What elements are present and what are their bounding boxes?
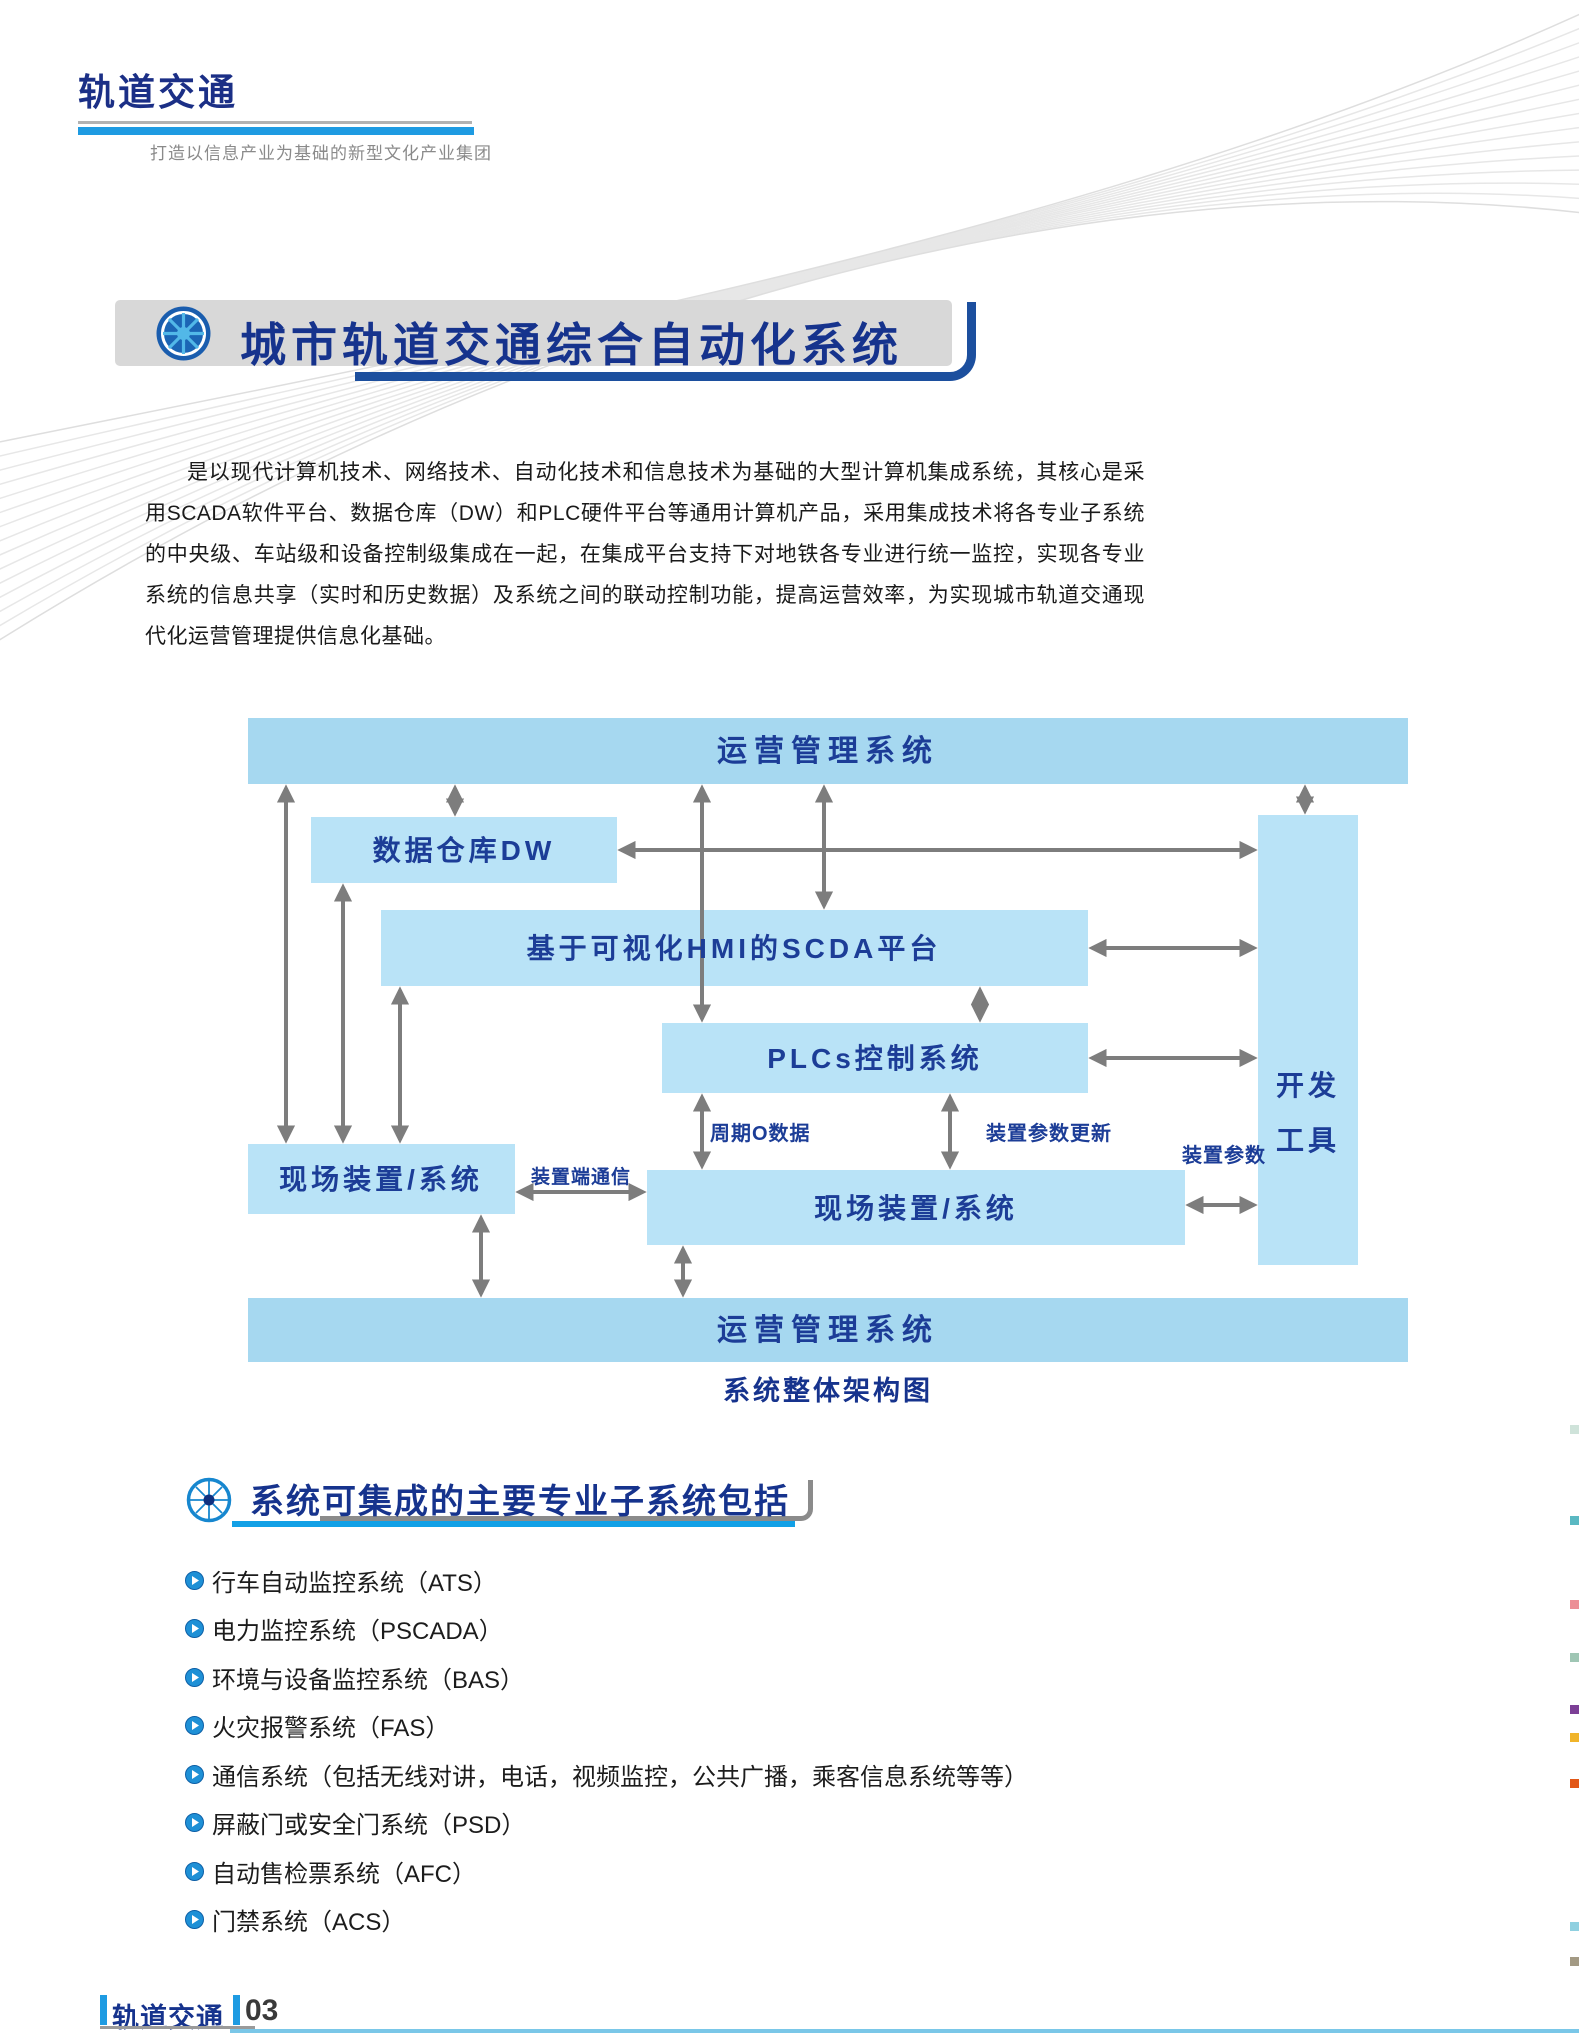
- list-item: 门禁系统（ACS）: [185, 1896, 1285, 1945]
- list-item-label: 行车自动监控系统（ATS）: [212, 1569, 497, 1597]
- play-bullet-icon: [185, 1716, 204, 1736]
- label-plc-control: PLCs控制系统: [767, 1042, 983, 1074]
- list-item-label: 自动售检票系统（AFC）: [212, 1860, 476, 1888]
- list-item: 屏蔽门或安全门系统（PSD）: [185, 1799, 1285, 1848]
- play-bullet-icon: [185, 1570, 204, 1590]
- diagram-caption: 系统整体架构图: [723, 1375, 933, 1406]
- architecture-diagram: 运营管理系统 数据仓库DW 基于可视化HMI的SCDA平台 PLCs控制系统 开…: [248, 718, 1408, 1406]
- edge-square: [1570, 1957, 1579, 1966]
- wheel-outline-icon: [186, 1477, 232, 1523]
- brand-tagline: 打造以信息产业为基础的新型文化产业集团: [150, 144, 492, 163]
- box-data-warehouse: [311, 817, 617, 883]
- section1-title-frame: [355, 302, 976, 381]
- list-item: 电力监控系统（PSCADA）: [185, 1605, 1285, 1654]
- page-bottom-rule: [230, 2029, 1579, 2033]
- box-field-mid: [647, 1170, 1185, 1245]
- list-item-label: 门禁系统（ACS）: [212, 1909, 406, 1937]
- box-scda-platform: [381, 910, 1088, 986]
- edge-square: [1570, 1705, 1579, 1714]
- play-bullet-icon: [185, 1764, 204, 1784]
- list-item: 自动售检票系统（AFC）: [185, 1847, 1285, 1896]
- edge-square: [1570, 1779, 1579, 1788]
- list-item: 火灾报警系统（FAS）: [185, 1702, 1285, 1751]
- header-blue-rule: [78, 127, 474, 135]
- footer-page-number: 03: [245, 1994, 279, 2027]
- play-bullet-icon: [185, 1813, 204, 1833]
- list-item-label: 通信系统（包括无线对讲，电话，视频监控，公共广播，乘客信息系统等等）: [212, 1763, 1028, 1791]
- list-item-label: 火灾报警系统（FAS）: [212, 1715, 450, 1743]
- label-dev-tools-2: 工具: [1276, 1125, 1340, 1156]
- label-field-left: 现场装置/系统: [279, 1163, 483, 1195]
- edge-square: [1570, 1600, 1579, 1609]
- section2-title-underline: [232, 1521, 795, 1527]
- label-data-warehouse: 数据仓库DW: [373, 835, 556, 866]
- list-item-label: 屏蔽门或安全门系统（PSD）: [212, 1812, 526, 1840]
- label-param-update: 装置参数更新: [985, 1121, 1112, 1145]
- edge-square: [1570, 1733, 1579, 1742]
- play-bullet-icon: [185, 1619, 204, 1639]
- label-operations-bottom: 运营管理系统: [717, 1313, 939, 1347]
- edge-square: [1570, 1922, 1579, 1931]
- edge-square: [1570, 1653, 1579, 1662]
- footer-accent-bar: [233, 1995, 240, 2025]
- play-bullet-icon: [185, 1667, 204, 1687]
- label-dev-tools-1: 开发: [1276, 1069, 1340, 1101]
- footer-accent-bar: [100, 1995, 107, 2025]
- list-item-label: 环境与设备监控系统（BAS）: [212, 1666, 525, 1694]
- label-device-param: 装置参数: [1181, 1143, 1266, 1167]
- play-bullet-icon: [185, 1910, 204, 1930]
- box-operations-bottom: [248, 1298, 1408, 1362]
- header-gray-rule: [78, 121, 472, 124]
- list-item-label: 电力监控系统（PSCADA）: [212, 1618, 503, 1646]
- box-dev-tools: [1258, 815, 1358, 1265]
- wheel-icon: [156, 306, 211, 361]
- box-plc-control: [662, 1023, 1088, 1093]
- section1-title: 城市轨道交通综合自动化系统: [240, 319, 903, 371]
- play-bullet-icon: [185, 1861, 204, 1881]
- box-operations-top: [248, 718, 1408, 784]
- footer-underline: [100, 2026, 255, 2029]
- background-swoosh-lines: [0, 13, 1579, 641]
- list-item: 通信系统（包括无线对讲，电话，视频监控，公共广播，乘客信息系统等等）: [185, 1750, 1285, 1799]
- label-cycle-data: 周期O数据: [710, 1121, 811, 1145]
- edge-square: [1570, 1425, 1579, 1434]
- section1-title-bar: 城市轨道交通综合自动化系统: [115, 300, 952, 371]
- label-field-mid: 现场装置/系统: [814, 1192, 1018, 1224]
- section2-title: 系统可集成的主要专业子系统包括: [250, 1483, 790, 1521]
- box-field-left: [248, 1144, 515, 1214]
- label-device-comm: 装置端通信: [530, 1165, 631, 1188]
- list-item: 行车自动监控系统（ATS）: [185, 1556, 1285, 1605]
- list-item: 环境与设备监控系统（BAS）: [185, 1653, 1285, 1702]
- label-operations-top: 运营管理系统: [717, 734, 939, 768]
- diagram-arrows: [276, 784, 1315, 1298]
- edge-square: [1570, 1516, 1579, 1525]
- intro-paragraph: 是以现代计算机技术、网络技术、自动化技术和信息技术为基础的大型计算机集成系统，其…: [145, 461, 1145, 648]
- subsystem-list: 行车自动监控系统（ATS） 电力监控系统（PSCADA） 环境与设备监控系统（B…: [185, 1556, 1285, 1944]
- section2-title-hook: [320, 1480, 813, 1521]
- brand-logo-text: 轨道交通: [78, 72, 238, 113]
- label-scda-platform: 基于可视化HMI的SCDA平台: [527, 932, 942, 964]
